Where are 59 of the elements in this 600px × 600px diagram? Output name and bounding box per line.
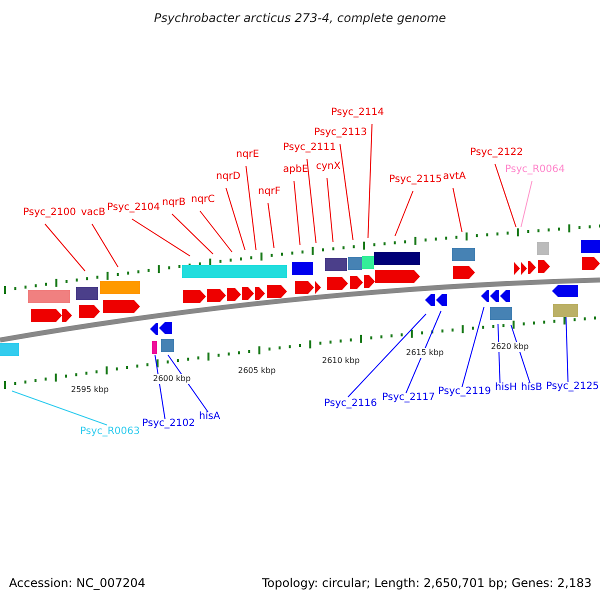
leader-line (246, 166, 256, 250)
leader-line (44, 224, 86, 272)
leader-line (566, 316, 568, 382)
gene-label: apbE (283, 165, 308, 175)
gene-label: hisA (199, 412, 220, 422)
scale-label: 2595 kbp (70, 385, 110, 395)
gene-label: nqrD (216, 172, 240, 182)
leader-line (498, 324, 500, 384)
gene-label: Psyc_2114 (331, 108, 384, 118)
gene-label: nqrE (236, 150, 260, 160)
leader-line (494, 164, 516, 228)
gene-label: Psyc_2125 (546, 382, 599, 392)
leader-line (268, 202, 274, 248)
gene-label: Psyc_2119 (438, 387, 491, 397)
gene-label: Psyc_R0064 (505, 165, 565, 175)
leader-line (154, 354, 166, 420)
leader-line (394, 190, 414, 236)
gene-label: Psyc_2122 (470, 148, 523, 158)
gene-label: vacB (81, 208, 106, 218)
leader-line (294, 180, 300, 246)
leader-line (172, 214, 214, 254)
gene-label: Psyc_2102 (142, 419, 195, 429)
leader-line (200, 210, 232, 252)
leader-line (326, 178, 334, 242)
scale-label: 2620 kbp (490, 342, 530, 352)
gene-label: cynX (316, 162, 341, 172)
scale-label: 2610 kbp (321, 356, 361, 366)
gene-label: Psyc_2116 (324, 399, 377, 409)
leader-line (340, 144, 354, 240)
leader-line (452, 188, 462, 232)
gene-label: avtA (443, 172, 466, 182)
gene-label: nqrC (191, 195, 215, 205)
leader-line (348, 314, 426, 398)
leader-line (92, 224, 118, 268)
accession-text: Accession: NC_007204 (9, 577, 146, 589)
gene-label: hisB (521, 383, 542, 393)
gene-label: Psyc_2100 (23, 208, 76, 218)
gene-label: Psyc_2111 (283, 143, 336, 153)
gene-label: Psyc_2117 (382, 393, 435, 403)
gene-label: Psyc_2104 (107, 203, 160, 213)
leader-line (406, 310, 442, 394)
leader-line (462, 306, 484, 388)
gene-label: Psyc_2115 (389, 175, 442, 185)
scale-label: 2615 kbp (405, 348, 445, 358)
leader-line (520, 180, 532, 228)
gene-label: nqrF (258, 187, 281, 197)
leader-line (306, 158, 316, 244)
gene-label: hisH (495, 383, 517, 393)
leader-line (12, 390, 108, 426)
gene-label: nqrB (162, 198, 186, 208)
leader-line (368, 124, 372, 238)
scale-label: 2605 kbp (237, 366, 277, 376)
genome-info-text: Topology: circular; Length: 2,650,701 bp; Genes: 2,183 (262, 577, 592, 589)
scale-label: 2600 kbp (152, 374, 192, 384)
gene-label: Psyc_R0063 (80, 427, 140, 437)
title: Psychrobacter arcticus 273-4, complete genome (152, 12, 448, 24)
leader-line (226, 188, 246, 250)
leader-line (132, 218, 190, 256)
gene-label: Psyc_2113 (314, 128, 367, 138)
